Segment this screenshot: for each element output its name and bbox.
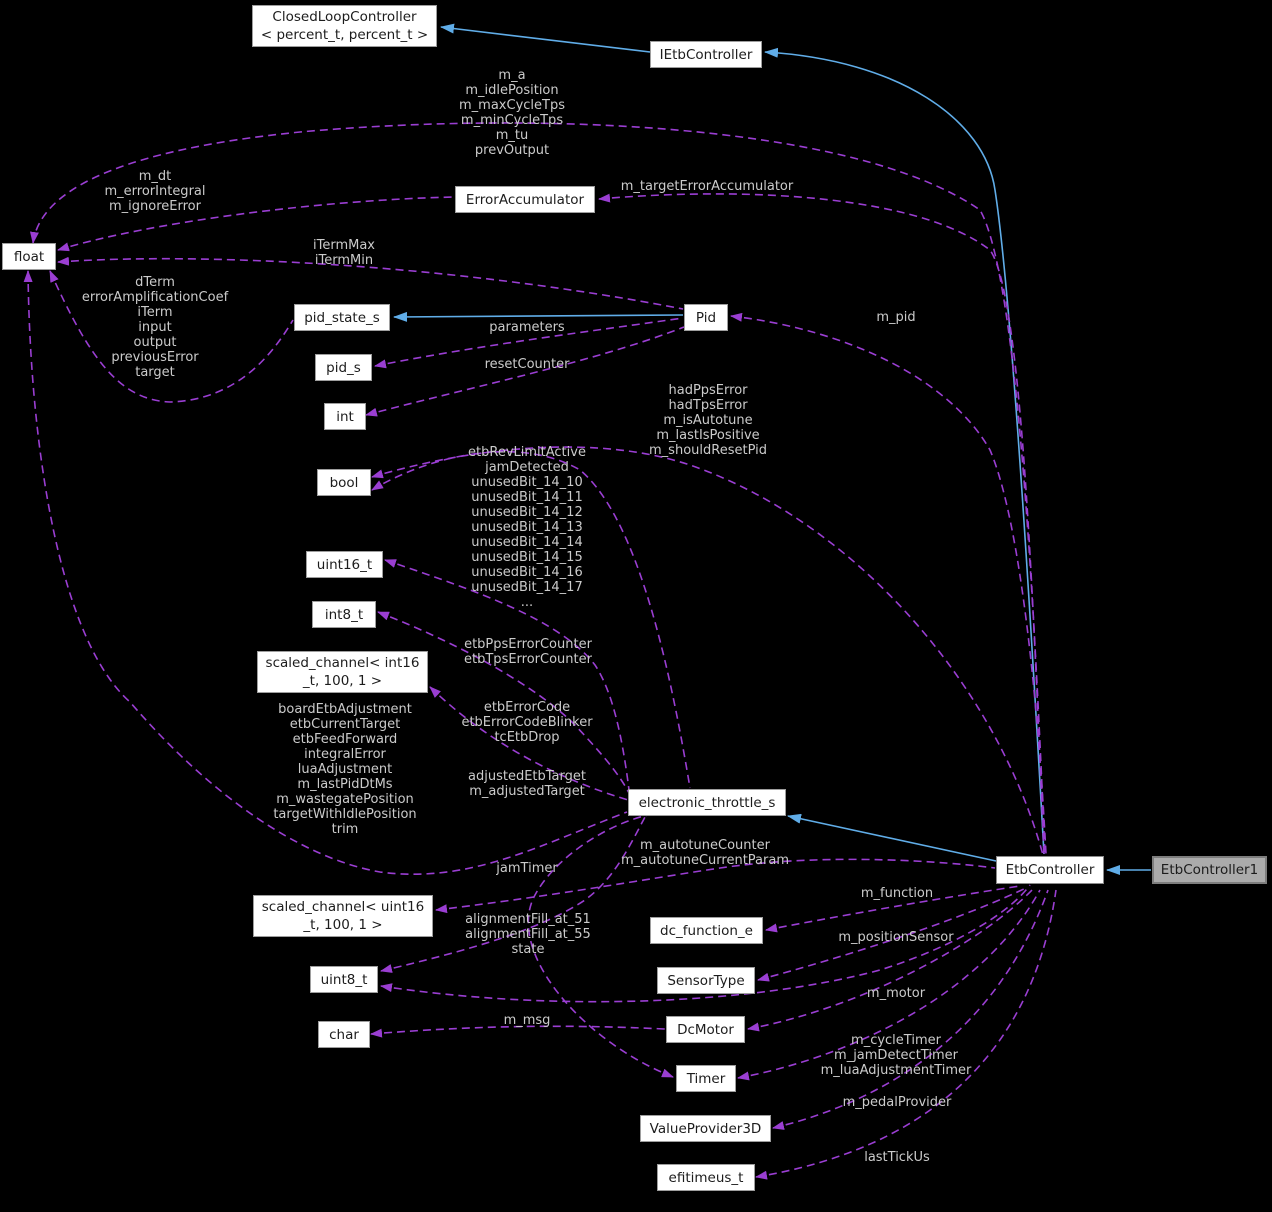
edge-label-m-autotune-group: m_autotuneCounter m_autotuneCurrentParam [620, 838, 790, 868]
edge-etbcontroller-to-dcmotor [747, 886, 1036, 1032]
edge-etbcontroller-to-efitimeus-t [755, 889, 1057, 1180]
node-etbcontroller1[interactable]: EtbController1 [1152, 856, 1267, 884]
node-timer[interactable]: Timer [676, 1065, 736, 1092]
edge-label-had-pps-group: hadPpsError hadTpsError m_isAutotune m_l… [649, 383, 767, 458]
edge-erroraccumulator-to-float [57, 196, 455, 252]
node-float: float [2, 243, 56, 270]
edge-label-board-group: boardEtbAdjustment etbCurrentTarget etbF… [273, 702, 417, 837]
edge-pid-to-pid-s [374, 317, 684, 369]
node-dcmotor[interactable]: DcMotor [666, 1016, 745, 1043]
edge-label-parameters: parameters [489, 320, 565, 335]
edge-etbcontroller-to-valueprovider3d [772, 889, 1049, 1130]
edge-etbcontroller-to-float-ma [29, 122, 1046, 855]
edge-label-m-msg: m_msg [503, 1013, 551, 1028]
node-erroraccumulator[interactable]: ErrorAccumulator [455, 186, 595, 213]
edge-label-etb-pps-group: etbPpsErrorCounter etbTpsErrorCounter [464, 637, 592, 667]
edge-label-adjusted-group: adjustedEtbTarget m_adjustedTarget [468, 769, 586, 799]
edge-etbcontroller-to-electronic-throttle-s [787, 813, 997, 862]
edge-ietbcontroller-to-closedloopcontroller [440, 23, 651, 53]
edge-pid-to-int [365, 326, 685, 417]
edge-label-etb-error-group: etbErrorCode etbErrorCodeBlinker tcEtbDr… [461, 700, 593, 745]
edge-etbcontroller-to-timer [737, 889, 1041, 1081]
edge-label-m-motor: m_motor [866, 986, 926, 1001]
edge-label-dterm-group: dTerm errorAmplificationCoef iTerm input… [81, 275, 229, 380]
node-pid-state-s[interactable]: pid_state_s [294, 304, 390, 331]
edge-label-last-tick-us: lastTickUs [864, 1150, 930, 1165]
node-pid-s[interactable]: pid_s [315, 354, 372, 381]
edge-etbcontroller-to-bool [371, 446, 1044, 856]
node-efitimeus-t: efitimeus_t [657, 1164, 755, 1191]
node-uint16-t: uint16_t [306, 551, 383, 578]
node-scaled-channel-uint16[interactable]: scaled_channel< uint16 _t, 100, 1 > [253, 895, 433, 937]
edge-electronic-throttle-s-to-uint8-t [380, 816, 646, 973]
edge-label-jam-timer: jamTimer [496, 861, 558, 876]
edge-label-reset-counter: resetCounter [484, 357, 570, 372]
edge-label-m-pedal-provider: m_pedalProvider [842, 1095, 952, 1110]
edge-pid-state-s-to-float [49, 270, 294, 403]
edge-label-m-a-group: m_a m_idlePosition m_maxCycleTps m_minCy… [459, 68, 565, 158]
edge-pid-to-pid-state-s [393, 311, 684, 322]
node-scaled-channel-int16[interactable]: scaled_channel< int16 _t, 100, 1 > [257, 651, 428, 693]
node-valueprovider3d[interactable]: ValueProvider3D [640, 1115, 771, 1142]
edge-etbcontroller-to-scaled-channel-uint16 [435, 858, 996, 914]
edge-label-m-target-error-accumulator: m_targetErrorAccumulator [620, 179, 794, 194]
edge-label-alignment-group: alignmentFill_at_51 alignmentFill_at_55 … [465, 912, 591, 957]
edge-label-m-function: m_function [860, 886, 934, 901]
edge-etbcontroller-to-uint8-t [380, 884, 1031, 1003]
node-ietbcontroller[interactable]: IEtbController [650, 41, 762, 68]
edge-electronic-throttle-s-to-float-adjusted [23, 270, 628, 876]
node-electronic-throttle-s[interactable]: electronic_throttle_s [628, 789, 786, 816]
edge-label-m-pid: m_pid [876, 310, 916, 325]
edge-label-m-position-sensor: m_positionSensor [838, 930, 954, 945]
edge-electronic-throttle-s-to-uint16-t [384, 559, 630, 791]
edge-etbcontroller-to-sensortype [757, 886, 1029, 982]
edge-label-iterm-group: iTermMax iTermMin [313, 238, 375, 268]
edge-pid-to-float [57, 256, 684, 310]
node-char: char [318, 1021, 370, 1048]
edge-electronic-throttle-s-to-bool [371, 450, 691, 789]
edge-etbcontroller-to-erroraccumulator [598, 193, 1045, 856]
node-bool: bool [317, 469, 371, 496]
node-int8-t: int8_t [312, 601, 376, 628]
edge-electronic-throttle-s-to-int8-t [377, 611, 630, 794]
node-dc-function-e[interactable]: dc_function_e [650, 917, 763, 944]
node-pid[interactable]: Pid [684, 304, 728, 331]
node-sensortype[interactable]: SensorType [657, 967, 755, 994]
edge-label-etb-rev-group: etbRevLimitActive jamDetected unusedBit_… [468, 445, 586, 610]
edge-electronic-throttle-s-to-scaled-channel-int16 [429, 686, 629, 801]
edge-dcmotor-to-char-mmsg [370, 1025, 666, 1038]
node-int: int [324, 403, 366, 430]
edge-electronic-throttle-s-to-timer-jamtimer [527, 814, 674, 1078]
edge-etbcontroller-to-pid [730, 312, 1047, 855]
node-etbcontroller[interactable]: EtbController [996, 856, 1104, 884]
edge-label-m-cycle-timer-group: m_cycleTimer m_jamDetectTimer m_luaAdjus… [820, 1033, 972, 1078]
edge-etbcontroller-to-ietbcontroller [764, 47, 1045, 855]
edge-label-m-dt-group: m_dt m_errorIntegral m_ignoreError [104, 169, 206, 214]
node-closedloopcontroller[interactable]: ClosedLoopController < percent_t, percen… [252, 5, 437, 47]
node-uint8-t: uint8_t [310, 966, 378, 993]
